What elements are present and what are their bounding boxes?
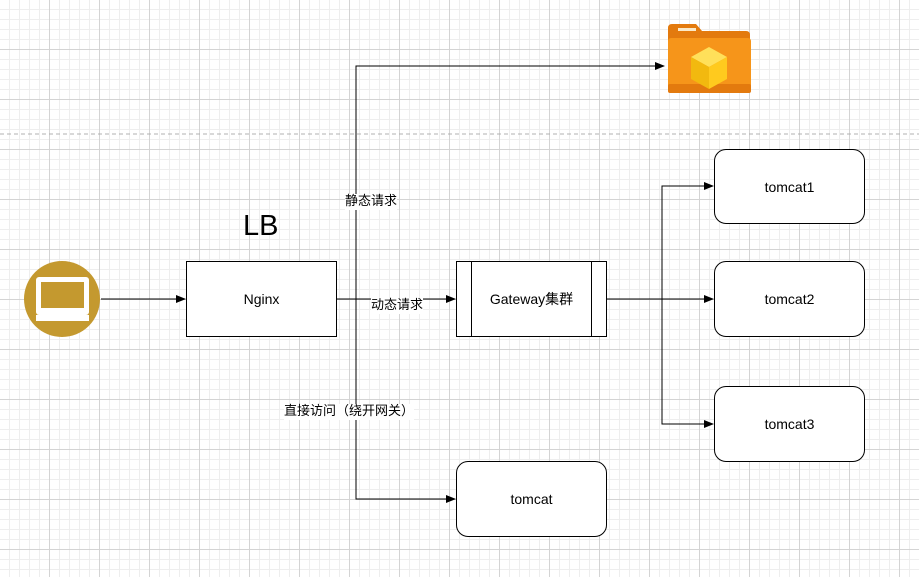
monitor-icon[interactable] [23,260,101,338]
edge-gateway-tomcat3 [661,299,714,428]
tomcat2-label: tomcat2 [764,291,815,307]
tomcat-direct-node[interactable]: tomcat [456,461,607,537]
gateway-label: Gateway集群 [489,291,574,307]
tomcat3-label: tomcat3 [764,416,815,432]
folder-cube-icon[interactable] [666,22,752,94]
tomcat-direct-label: tomcat [510,491,553,507]
nginx-label: Nginx [243,291,280,307]
tomcat2-node[interactable]: tomcat2 [714,261,865,337]
edge-label-dynamic: 动态请求 [371,298,424,314]
edge-direct-access [355,299,456,503]
gateway-right-bar [591,262,592,336]
lb-title: LB [243,210,279,242]
tomcat1-label: tomcat1 [764,178,815,195]
tomcat3-node[interactable]: tomcat3 [714,386,865,462]
gateway-cluster-node[interactable]: Gateway集群 [456,261,607,337]
tomcat1-node[interactable]: tomcat1 [714,149,865,224]
nginx-node[interactable]: Nginx [186,261,337,337]
edge-label-static: 静态请求 [345,194,398,210]
edge-label-direct: 直接访问（绕开网关） [284,404,415,420]
gateway-left-bar [471,262,472,336]
edge-gateway-tomcat1 [607,182,714,300]
